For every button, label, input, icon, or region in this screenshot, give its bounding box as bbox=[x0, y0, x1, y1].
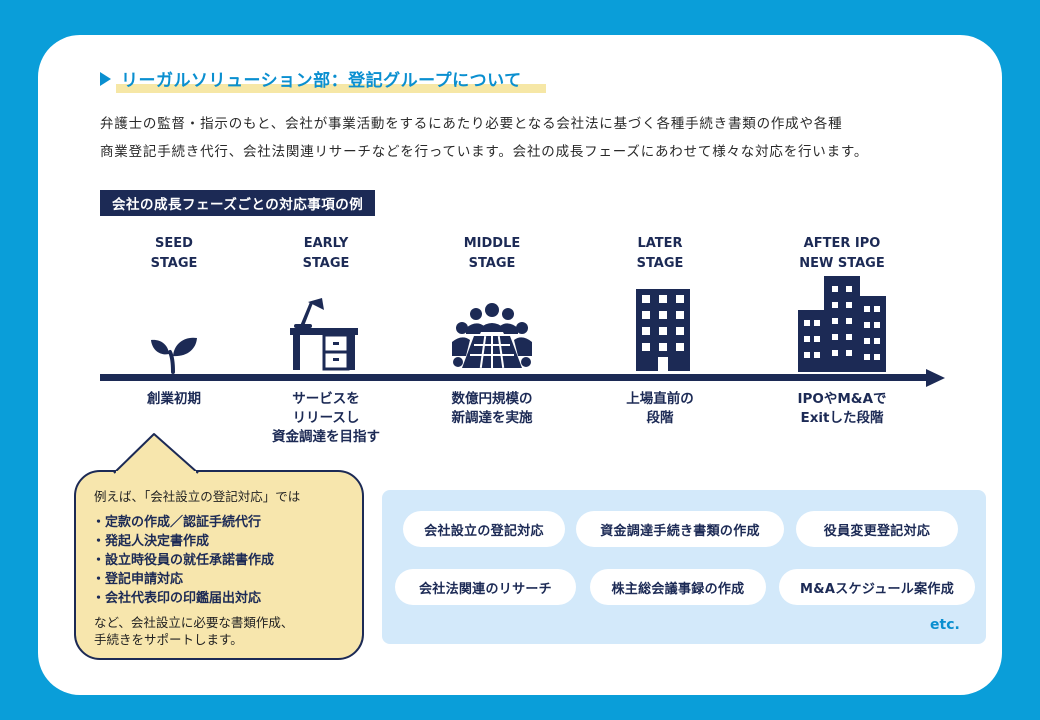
triangle-bullet-icon bbox=[100, 72, 111, 86]
stage-name-middle: MIDDLE STAGE bbox=[463, 236, 521, 271]
example-bubble bbox=[74, 470, 364, 660]
etc-label: etc. bbox=[930, 617, 960, 633]
stage-desc-later: 上場直前の 段階 bbox=[626, 391, 694, 426]
list-item: ・登記申請対応 bbox=[92, 572, 184, 587]
stage-desc-seed: 創業初期 bbox=[147, 391, 201, 407]
list-item: ・発起人決定書作成 bbox=[92, 534, 210, 549]
service-pill: M&Aスケジュール案作成 bbox=[779, 569, 975, 605]
bubble-foot-text: など、会社設立に必要な書類作成、 手続きをサポートします。 bbox=[94, 615, 294, 647]
bubble-list: ・定款の作成／認証手続代行 ・発起人決定書作成 ・設立時役員の就任承諾書作成 ・… bbox=[92, 513, 274, 608]
office-building-icon bbox=[636, 289, 690, 371]
list-item: ・定款の作成／認証手続代行 bbox=[92, 515, 262, 530]
desk-lamp-icon bbox=[290, 298, 358, 371]
title-highlight bbox=[116, 84, 546, 93]
service-pill: 会社法関連のリサーチ bbox=[395, 569, 576, 605]
stage-name-seed: SEED STAGE bbox=[150, 236, 198, 271]
service-pill: 会社設立の登記対応 bbox=[403, 511, 565, 547]
service-pill: 資金調達手続き書類の作成 bbox=[576, 511, 784, 547]
stage-name-after-ipo: AFTER IPO NEW STAGE bbox=[799, 236, 885, 271]
service-pill: 役員変更登記対応 bbox=[796, 511, 958, 547]
meeting-table-icon bbox=[452, 303, 532, 368]
intro-line-1: 弁護士の監督・指示のもと、会社が事業活動をするにあたり必要となる会社法に基づく各… bbox=[100, 116, 843, 132]
timeline-arrow-icon bbox=[926, 369, 945, 387]
stage-name-later: LATER STAGE bbox=[636, 236, 684, 271]
stage-name-early: EARLY STAGE bbox=[302, 236, 350, 271]
sprout-icon bbox=[151, 337, 197, 374]
stage-desc-after-ipo: IPOやM&Aで Exitした段階 bbox=[797, 391, 887, 426]
page-title: リーガルソリューション部：登記グループについて bbox=[100, 66, 522, 92]
stage-desc-early: サービスを リリースし 資金調達を目指す bbox=[272, 391, 380, 445]
service-pill: 株主総会議事録の作成 bbox=[590, 569, 766, 605]
list-item: ・設立時役員の就任承諾書作成 bbox=[92, 553, 275, 568]
bubble-lead-text: 例えば、「会社設立の登記対応」では bbox=[94, 489, 301, 504]
intro-text: 弁護士の監督・指示のもと、会社が事業活動をするにあたり必要となる会社法に基づく各… bbox=[100, 110, 980, 166]
intro-line-2: 商業登記手続き代行、会社法関連リサーチなどを行っています。会社の成長フェーズにあ… bbox=[100, 144, 869, 160]
list-item: ・会社代表印の印鑑届出対応 bbox=[92, 591, 262, 606]
timeline-bar bbox=[100, 374, 928, 381]
section-label: 会社の成長フェーズごとの対応事項の例 bbox=[100, 190, 376, 216]
city-buildings-icon bbox=[798, 276, 886, 372]
bubble-tail bbox=[113, 433, 199, 474]
page-title-text: リーガルソリューション部：登記グループについて bbox=[121, 70, 522, 91]
stage-desc-middle: 数億円規模の 新調達を実施 bbox=[451, 391, 533, 426]
